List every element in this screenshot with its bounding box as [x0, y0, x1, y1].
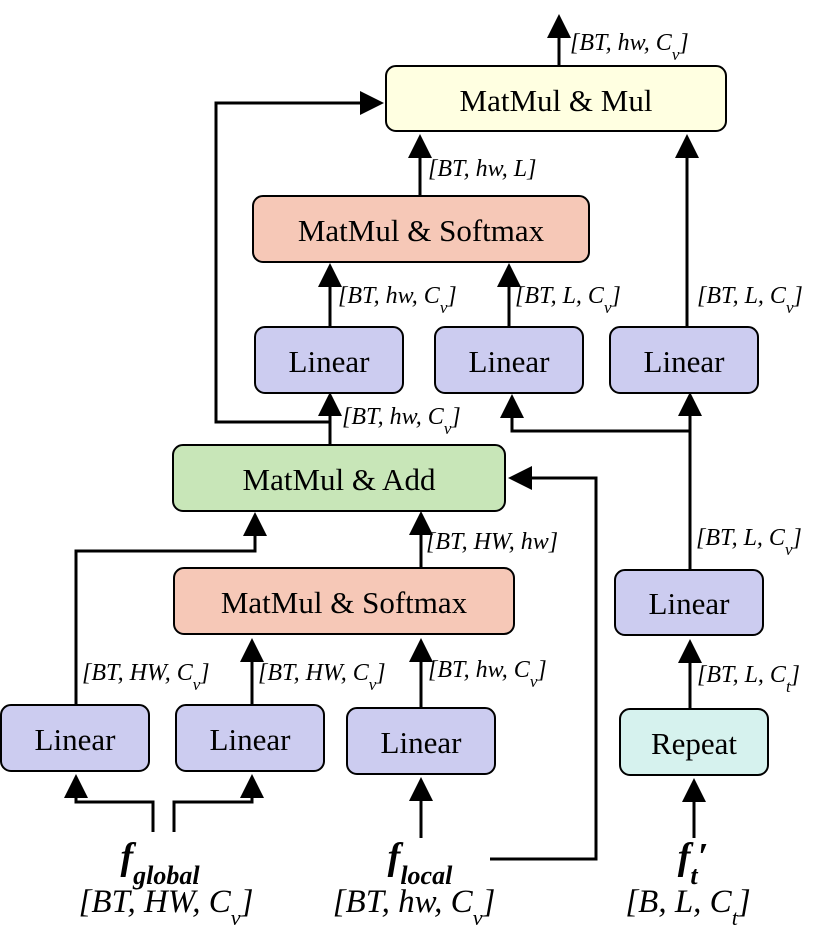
node-linear-q-label: Linear	[289, 344, 371, 379]
input-global-name: fglobal	[120, 836, 200, 890]
input-text-name: ft′	[678, 836, 709, 890]
node-linear-global-2-label: Linear	[210, 722, 292, 757]
node-matmul-softmax-bottom: MatMul & Softmax	[173, 567, 515, 635]
edge-residual-to-mul	[214, 91, 384, 424]
node-matmul-add-label: MatMul & Add	[243, 462, 436, 497]
edge-text-to-linear-k	[500, 394, 692, 570]
edge-global-to-linear-1	[64, 774, 155, 832]
node-matmul-mul: MatMul & Mul	[385, 65, 727, 132]
shape-label-text-linear: [BT, L, Cv]	[696, 525, 802, 559]
input-global: fglobal [BT, HW, Cv]	[79, 836, 254, 930]
node-linear-local: Linear	[346, 707, 496, 775]
node-linear-text-label: Linear	[649, 586, 731, 621]
node-linear-global-1-label: Linear	[35, 722, 117, 757]
input-global-shape: [BT, HW, Cv]	[79, 884, 254, 930]
input-text: ft′ [B, L, Ct]	[625, 836, 750, 930]
shape-label-top-attention: [BT, hw, L]	[428, 156, 537, 182]
input-local-shape: [BT, hw, Cv]	[333, 884, 496, 930]
node-matmul-mul-label: MatMul & Mul	[460, 83, 653, 118]
edge-local-to-add	[490, 466, 598, 861]
input-local: flocal [BT, hw, Cv]	[333, 836, 496, 930]
shape-label-repeat-output: [BT, L, Ct]	[697, 662, 800, 696]
shape-labels: [BT, hw, Cv] [BT, hw, L] [BT, hw, Cv] [B…	[82, 30, 803, 696]
shape-label-mul-output: [BT, hw, Cv]	[570, 30, 689, 64]
shape-label-add-output: [BT, hw, Cv]	[342, 404, 461, 438]
edge-linear-g1-to-add	[74, 512, 267, 705]
node-linear-v-label: Linear	[644, 344, 726, 379]
node-linear-local-label: Linear	[381, 725, 463, 760]
edges	[64, 14, 706, 861]
node-linear-text: Linear	[614, 569, 764, 636]
node-linear-global-1: Linear	[0, 704, 150, 772]
shape-label-k-output: [BT, L, Cv]	[515, 283, 621, 317]
shape-label-global-1-output: [BT, HW, Cv]	[82, 660, 210, 694]
shape-label-local-output: [BT, hw, Cv]	[428, 657, 547, 691]
node-matmul-softmax-top: MatMul & Softmax	[252, 195, 590, 263]
input-text-shape: [B, L, Ct]	[625, 884, 750, 930]
node-matmul-add: MatMul & Add	[172, 444, 506, 512]
node-linear-v: Linear	[609, 326, 759, 394]
shape-label-global-2-output: [BT, HW, Cv]	[258, 660, 386, 694]
node-linear-global-2: Linear	[175, 704, 325, 772]
shape-label-v-output: [BT, L, Cv]	[697, 283, 803, 317]
node-linear-q: Linear	[254, 326, 404, 394]
node-linear-k-label: Linear	[469, 344, 551, 379]
shape-label-q-output: [BT, hw, Cv]	[338, 283, 457, 317]
edge-global-to-linear-2	[172, 774, 264, 832]
shape-label-bottom-attention: [BT, HW, hw]	[426, 529, 558, 555]
node-matmul-softmax-top-label: MatMul & Softmax	[298, 213, 545, 248]
node-linear-k: Linear	[434, 326, 584, 394]
input-local-name: flocal	[388, 836, 453, 890]
node-repeat: Repeat	[619, 708, 769, 776]
node-matmul-softmax-bottom-label: MatMul & Softmax	[221, 585, 468, 620]
node-repeat-label: Repeat	[651, 726, 737, 761]
